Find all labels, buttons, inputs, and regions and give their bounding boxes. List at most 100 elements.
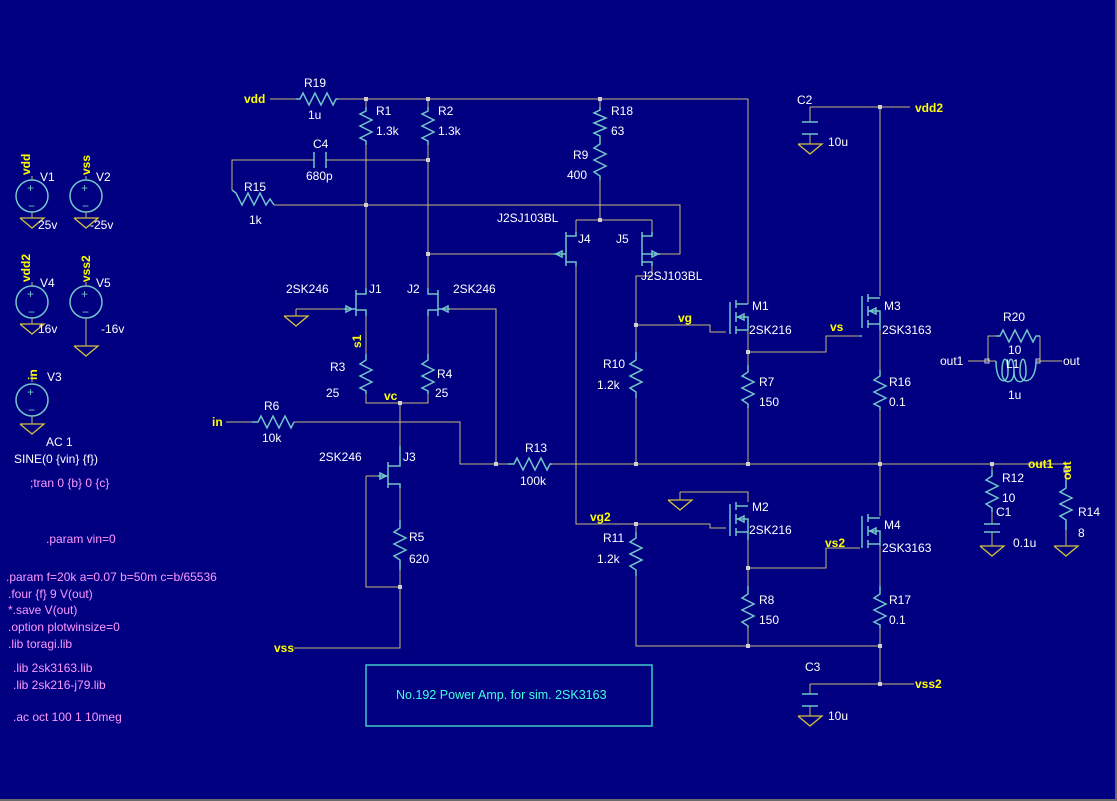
label-M1: M1 [752, 299, 769, 313]
resistor-R11[interactable] [628, 532, 644, 576]
resistor-R1[interactable] [358, 107, 374, 145]
value-R3: 25 [326, 386, 340, 400]
svg-text:+: + [27, 287, 34, 301]
net-vss2: vss2 [915, 677, 942, 691]
resistor-R17[interactable] [872, 586, 888, 628]
directive-lib-2sk3163: .lib 2sk3163.lib [13, 661, 93, 675]
resistor-R2[interactable] [420, 107, 436, 145]
label-R16: R16 [889, 375, 911, 389]
value-C3: 10u [828, 709, 848, 723]
voltage-source-V2[interactable]: +− [69, 176, 103, 218]
value-R20: 10 [1008, 343, 1022, 357]
resistor-R5[interactable] [392, 520, 408, 570]
jfet-J1[interactable] [344, 288, 367, 316]
net-vg: vg [678, 311, 692, 325]
label-R11: R11 [603, 531, 624, 545]
label-J3: J3 [403, 450, 416, 464]
label-R12: R12 [1002, 471, 1024, 485]
jfet-J5[interactable] [641, 232, 660, 266]
svg-text:−: − [82, 199, 89, 213]
net-vss2-v5: vss2 [79, 255, 93, 282]
svg-text:−: − [28, 199, 35, 213]
resistor-R12[interactable] [984, 470, 1000, 512]
net-in: in [212, 415, 223, 429]
jfet-J3[interactable] [378, 446, 401, 488]
title-box[interactable] [365, 664, 653, 727]
resistor-R20[interactable] [996, 328, 1040, 344]
directive-param-f: .param f=20k a=0.07 b=50m c=b/65536 [6, 570, 217, 584]
net-vc: vc [384, 389, 398, 403]
resistor-R19[interactable] [296, 91, 338, 107]
net-out-right: out [1063, 354, 1080, 368]
net-vss: vss [274, 641, 294, 655]
value-R13: 100k [520, 474, 547, 488]
resistor-R13[interactable] [508, 456, 552, 472]
mosfet-M3[interactable] [860, 294, 881, 337]
svg-text:+: + [27, 385, 34, 399]
capacitor-C2[interactable] [802, 121, 818, 135]
mosfet-M4[interactable] [861, 514, 881, 548]
label-R4: R4 [437, 367, 453, 381]
voltage-source-V1[interactable]: +− [15, 176, 49, 218]
resistor-R3[interactable] [358, 354, 374, 394]
resistor-R10[interactable] [628, 352, 644, 398]
wires [226, 98, 1067, 716]
svg-text:+: + [27, 181, 34, 195]
capacitor-C3[interactable] [802, 693, 818, 707]
svg-text:−: − [28, 403, 35, 417]
net-vdd-v1: vdd [19, 154, 33, 175]
svg-text:+: + [81, 181, 88, 195]
net-labels: vdd vss vdd2 vss2 in vg vs vg2 vs2 vc ou… [19, 92, 1080, 691]
value-R19: 1u [308, 108, 321, 122]
junction-dots [364, 97, 1069, 686]
resistor-R15[interactable] [231, 189, 275, 207]
value-R17: 0.1 [889, 613, 906, 627]
label-R5: R5 [409, 530, 425, 544]
label-J1: J1 [369, 282, 382, 296]
ground-symbols [19, 143, 1080, 727]
value-R11: 1.2k [597, 552, 621, 566]
label-R9: R9 [573, 148, 589, 162]
label-V4: V4 [40, 276, 55, 290]
value-V1: 25v [38, 218, 57, 232]
capacitor-C4[interactable] [313, 152, 327, 168]
capacitor-C1[interactable] [984, 523, 1000, 533]
resistor-R16[interactable] [872, 370, 888, 410]
value-V2: -25v [90, 218, 113, 232]
v3-ac: AC 1 [46, 435, 73, 449]
resistor-R4[interactable] [420, 354, 436, 394]
resistor-R8[interactable] [740, 586, 756, 628]
value-L1: 1u [1008, 388, 1021, 402]
title-text: No.192 Power Amp. for sim. 2SK3163 [396, 688, 607, 702]
label-R6: R6 [264, 399, 280, 413]
label-V1: V1 [40, 170, 55, 184]
label-R20: R20 [1003, 310, 1025, 324]
label-C3: C3 [805, 660, 821, 674]
label-V3: V3 [47, 370, 62, 384]
mosfet-M1[interactable] [729, 300, 749, 334]
net-out-r14: out [1060, 461, 1074, 480]
label-V2: V2 [96, 170, 111, 184]
label-C4: C4 [313, 137, 329, 151]
net-vdd2-v4: vdd2 [19, 254, 33, 282]
resistor-R6[interactable] [252, 414, 295, 430]
voltage-source-V3[interactable]: +− [15, 376, 49, 424]
value-J5: J2SJ103BL [641, 269, 703, 283]
resistor-R14[interactable] [1058, 480, 1074, 530]
resistor-R18[interactable] [592, 107, 608, 138]
voltage-source-V4[interactable]: +− [15, 282, 49, 324]
inductor-L1[interactable] [995, 358, 1037, 383]
net-vdd: vdd [244, 92, 265, 106]
resistor-R9[interactable] [592, 138, 608, 180]
mosfet-M2[interactable] [729, 502, 749, 540]
value-J2: 2SK246 [453, 282, 496, 296]
value-M1: 2SK216 [749, 323, 792, 337]
voltage-source-V5[interactable]: +− [69, 282, 103, 346]
value-R15: 1k [249, 213, 263, 227]
jfet-J4[interactable] [554, 232, 577, 266]
jfet-J2[interactable] [427, 288, 450, 316]
resistor-R7[interactable] [740, 365, 756, 408]
label-R18: R18 [611, 104, 633, 118]
